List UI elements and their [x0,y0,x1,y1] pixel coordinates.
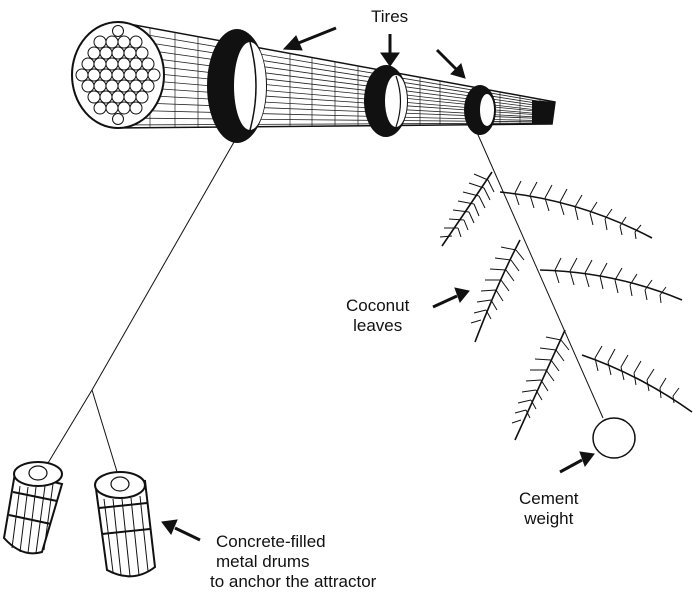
tires-label: Tires [371,7,408,27]
concrete-drum-left [4,462,62,553]
arrow-tire-large [284,28,336,50]
arrow-tire-medium [381,34,399,66]
bundle-tip [532,100,555,124]
tire-medium [364,65,408,137]
tire-small [464,85,496,135]
drums-label: Concrete-filled metal drums to anchor th… [210,532,376,592]
coconut-leaf-1 [440,172,494,246]
cement-weight-line-1: Cement [519,489,579,509]
cement-weight [593,418,635,458]
coconut-leaf-2 [500,181,652,239]
concrete-drum-right [95,472,155,576]
coconut-leaf-5 [512,330,569,440]
coconut-leaves-line-2: leaves [346,316,409,336]
arrow-coconut-leaves [433,288,469,307]
cement-weight-label: Cement weight [519,489,579,529]
coconut-leaf-6 [582,346,692,412]
cement-weight-line-2: weight [519,509,579,529]
arrow-drums [162,520,200,540]
drums-line-1: Concrete-filled [210,532,376,552]
anchor-lines [48,142,234,475]
tire-large [207,29,267,143]
arrow-cement-weight [560,452,594,472]
coconut-leaves-label: Coconut leaves [346,296,409,336]
coconut-leaves-line-1: Coconut [346,296,409,316]
arrow-tire-small [437,50,465,78]
coconut-leaf-3 [471,240,524,342]
drums-line-3: to anchor the attractor [210,572,376,592]
coconut-leaf-4 [540,258,682,303]
drums-line-2: metal drums [210,552,376,572]
